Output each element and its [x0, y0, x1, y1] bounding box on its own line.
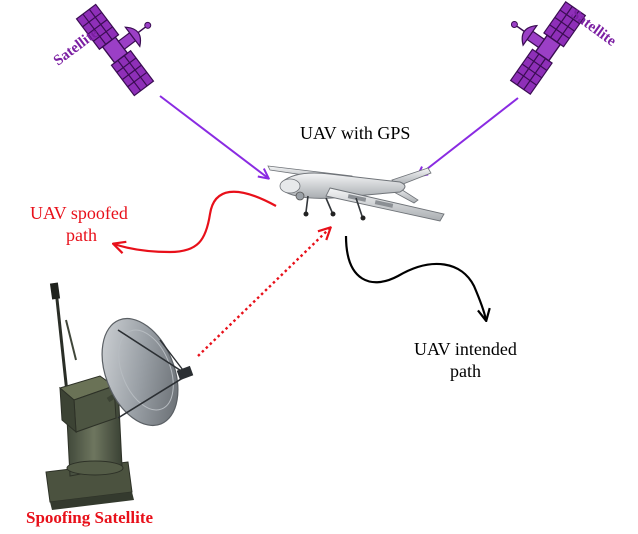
- spoofing-satellite-label: Spoofing Satellite: [26, 508, 153, 527]
- spoofed-path-label-line1: UAV spoofed: [30, 203, 128, 223]
- uav-drone-icon: [267, 165, 445, 222]
- uav-label: UAV with GPS: [300, 123, 410, 143]
- left-satellite-icon: [75, 3, 155, 97]
- intended-path-label-line1: UAV intended: [414, 339, 517, 359]
- spoofed-path-arrow: [114, 190, 277, 252]
- intended-path-arrow: [344, 235, 486, 320]
- spoofing-satellite-dish-icon: [45, 282, 194, 510]
- spoofing-signal-arrow: [197, 228, 330, 357]
- left-satellite-signal-arrow: [159, 95, 268, 178]
- intended-path-label-line2: path: [450, 361, 481, 381]
- right-satellite-icon: [509, 0, 587, 96]
- left-satellite-label: Satellite: [51, 25, 102, 69]
- right-satellite-signal-arrow: [418, 97, 519, 176]
- spoofed-path-label-line2: path: [66, 225, 97, 245]
